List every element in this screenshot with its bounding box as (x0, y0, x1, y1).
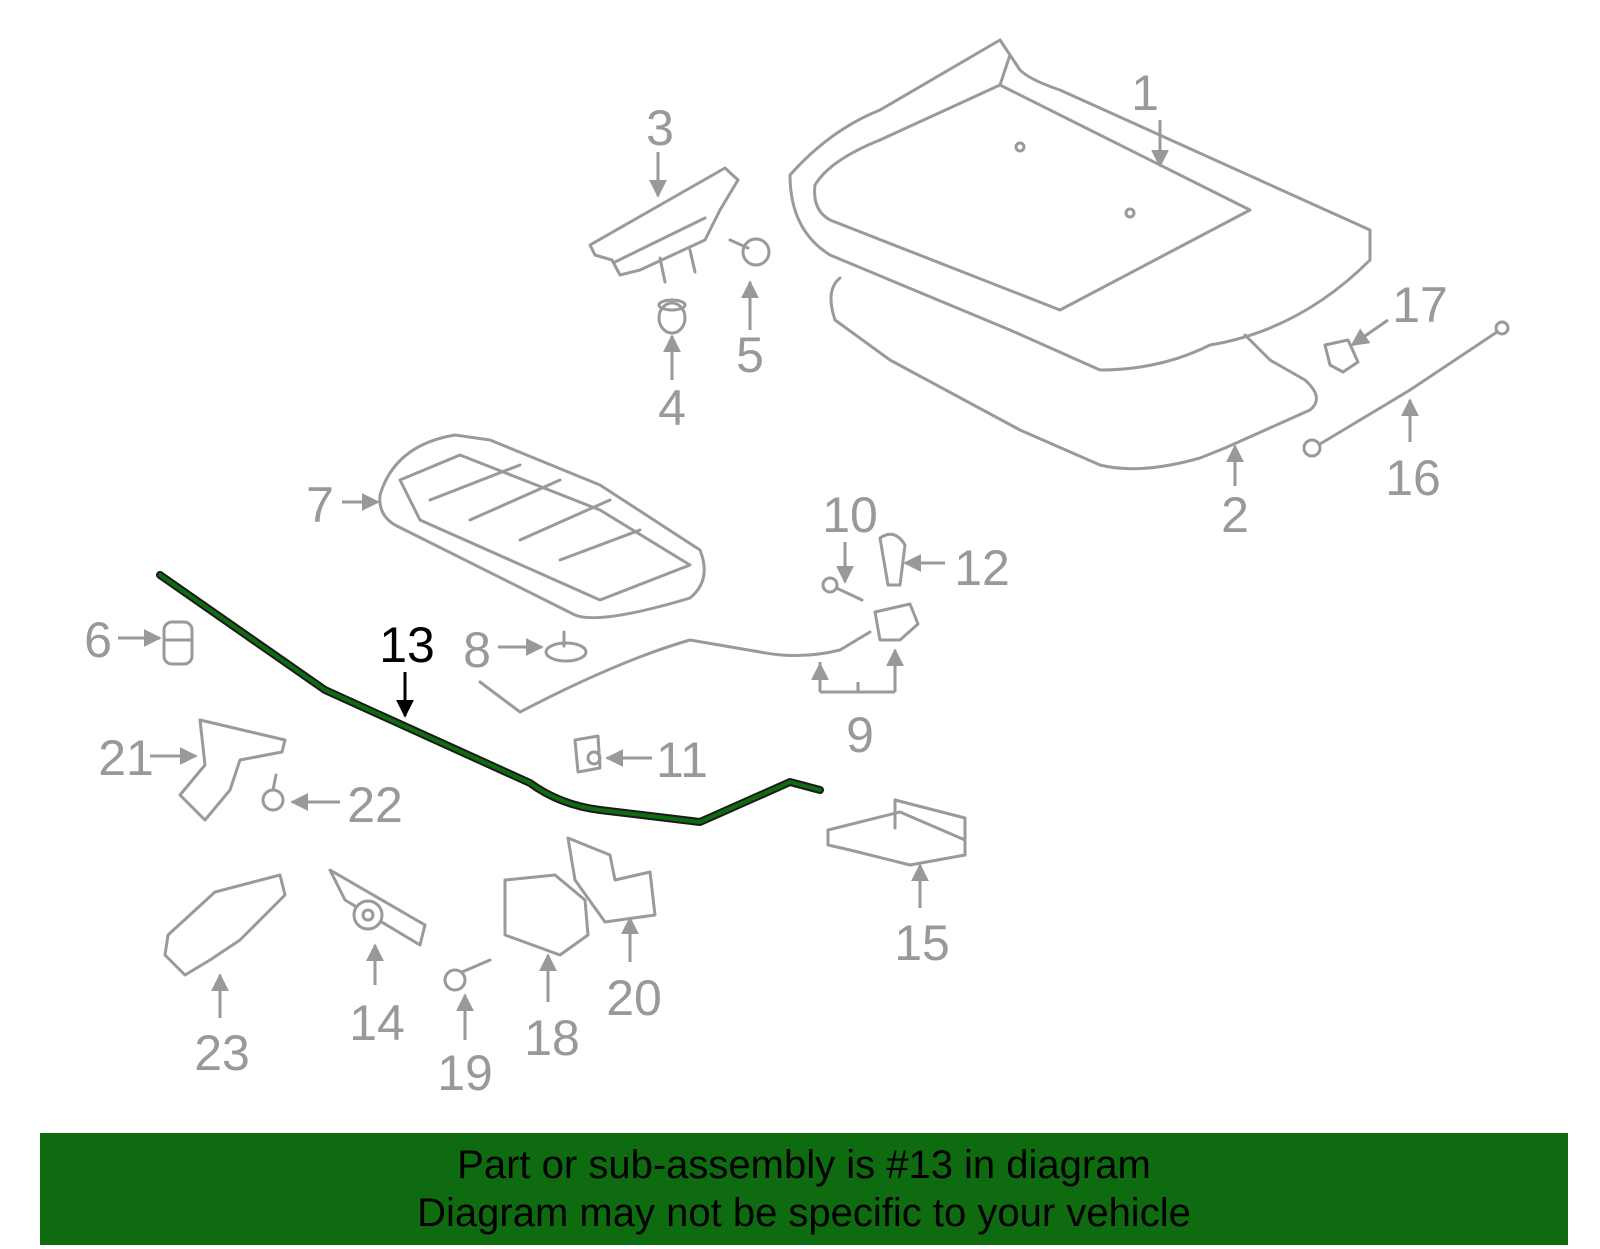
label-11: 11 (656, 732, 708, 788)
part-12-handle (878, 532, 907, 587)
label-22: 22 (347, 777, 403, 833)
part-1-hood (788, 38, 1372, 372)
label-21: 21 (98, 730, 154, 786)
label-1: 1 (1131, 65, 1159, 121)
label-10: 10 (822, 487, 878, 543)
label-15: 15 (894, 915, 950, 971)
label-2: 2 (1221, 487, 1249, 543)
part-6-stop (162, 620, 194, 666)
part-16-strut (1302, 320, 1510, 458)
label-16: 16 (1385, 450, 1441, 506)
part-2-weatherstrip (829, 276, 1318, 471)
part-13-rod-highlight (158, 573, 822, 824)
part-15-bracket (826, 798, 967, 867)
label-19: 19 (437, 1045, 493, 1101)
label-17: 17 (1392, 277, 1448, 333)
banner-line-2: Diagram may not be specific to your vehi… (417, 1191, 1191, 1235)
label-7: 7 (306, 477, 334, 533)
label-18: 18 (524, 1010, 580, 1066)
label-13: 13 (379, 617, 435, 673)
part-labels: 1 2 3 4 5 6 7 8 9 10 11 12 13 14 15 16 1… (84, 65, 1448, 1101)
part-17-stud (1323, 338, 1360, 374)
part-7-insulator (378, 433, 706, 620)
part-9-cable (478, 630, 872, 714)
part-20-plate (566, 836, 657, 924)
leader-arrows (118, 120, 1419, 1040)
part-18-bracket (503, 873, 590, 957)
part-11-nut (573, 734, 602, 774)
label-8: 8 (463, 622, 491, 678)
part-5-bolt (728, 237, 771, 267)
part-23-bracket (163, 873, 287, 977)
label-14: 14 (349, 995, 405, 1051)
part-10-bolt-head (821, 576, 839, 594)
label-23: 23 (194, 1025, 250, 1081)
part-9-latch (873, 602, 920, 642)
part-14-latch (328, 868, 427, 947)
banner-line-1: Part or sub-assembly is #13 in diagram (457, 1143, 1151, 1187)
part-4-bumper (657, 298, 687, 335)
label-3: 3 (646, 100, 674, 156)
label-6: 6 (84, 612, 112, 668)
label-5: 5 (736, 327, 764, 383)
part-3-hinge (588, 166, 740, 284)
part-19-bolt (443, 958, 492, 992)
info-banner: Part or sub-assembly is #13 in diagram D… (40, 1133, 1568, 1245)
label-20: 20 (606, 970, 662, 1026)
part-22-bolt (261, 773, 285, 812)
label-12: 12 (954, 540, 1010, 596)
label-9: 9 (846, 707, 874, 763)
part-21-striker (178, 718, 287, 822)
label-4: 4 (658, 380, 686, 436)
part-8-clip (544, 630, 588, 663)
part-13-rod (156, 571, 824, 826)
